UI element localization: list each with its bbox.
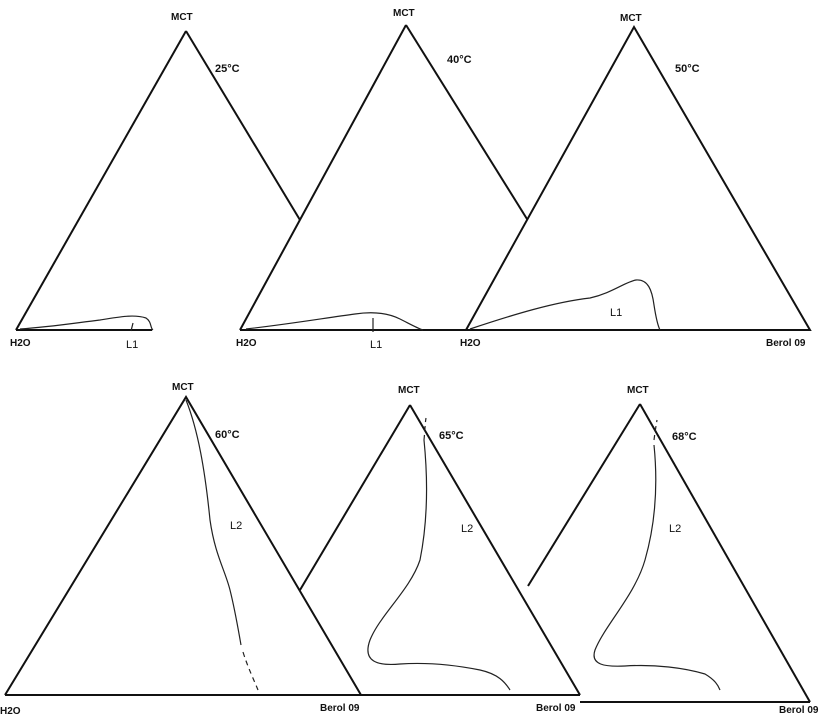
vertex-label-right: Berol 09	[779, 705, 819, 716]
triangle-outline	[4, 395, 363, 696]
vertex-label-left: H2O	[236, 338, 257, 349]
panel-68c: 68°C MCT Berol 09 L2	[527, 385, 819, 716]
phase-boundary-l1	[245, 312, 424, 331]
triangle-left-edge	[15, 30, 187, 331]
vertex-label-top: MCT	[172, 382, 194, 393]
panel-25c: 25°C MCT H2O L1	[10, 12, 301, 351]
triangle-left-edge	[527, 403, 641, 587]
region-label: L1	[610, 307, 622, 319]
vertex-label-left: H2O	[10, 338, 31, 349]
region-label: L2	[669, 523, 681, 535]
triangle-right-edge	[639, 403, 811, 703]
triangle-left-edge	[299, 404, 411, 591]
vertex-label-top: MCT	[620, 13, 642, 24]
vertex-label-top: MCT	[398, 385, 420, 396]
region-label: L2	[230, 520, 242, 532]
panel-60c: 60°C MCT H2O Berol 09 L2	[0, 382, 363, 717]
temperature-label: 50°C	[675, 63, 700, 75]
phase-boundary-l1	[19, 315, 154, 331]
vertex-label-right: Berol 09	[536, 703, 576, 714]
triangle-right-edge	[409, 404, 581, 696]
region-pointer	[130, 322, 134, 332]
vertex-label-top: MCT	[171, 12, 193, 23]
vertex-label-top: MCT	[393, 8, 415, 19]
temperature-label: 60°C	[215, 429, 240, 441]
vertex-label-right: Berol 09	[320, 703, 360, 714]
phase-boundary-l2-extrapolated	[423, 417, 427, 441]
phase-boundary-l2-extrapolated	[242, 651, 259, 691]
vertex-label-top: MCT	[627, 385, 649, 396]
phase-boundary-l1	[469, 279, 661, 331]
phase-boundary-l2	[185, 399, 242, 646]
panel-50c: 50°C MCT H2O Berol 09 L1	[460, 13, 812, 349]
phase-boundary-l2-extrapolated	[653, 419, 658, 441]
vertex-label-left: H2O	[460, 338, 481, 349]
vertex-label-left: H2O	[0, 706, 21, 717]
panel-40c: 40°C MCT H2O L1	[236, 8, 528, 351]
region-label: L1	[126, 339, 138, 351]
triangle-right-edge	[185, 30, 301, 221]
triangle-right-edge	[405, 24, 528, 220]
panel-65c: 65°C MCT Berol 09 L2	[299, 385, 581, 714]
phase-boundary-l2	[593, 444, 721, 691]
triangle-outline	[465, 24, 812, 331]
region-label: L2	[461, 523, 473, 535]
temperature-label: 68°C	[672, 431, 697, 443]
temperature-label: 65°C	[439, 430, 464, 442]
region-label: L1	[370, 339, 382, 351]
vertex-label-right: Berol 09	[766, 338, 806, 349]
temperature-label: 25°C	[215, 63, 240, 75]
phase-boundary-l2	[367, 439, 511, 691]
temperature-label: 40°C	[447, 54, 472, 66]
triangle-left-edge	[239, 24, 407, 331]
